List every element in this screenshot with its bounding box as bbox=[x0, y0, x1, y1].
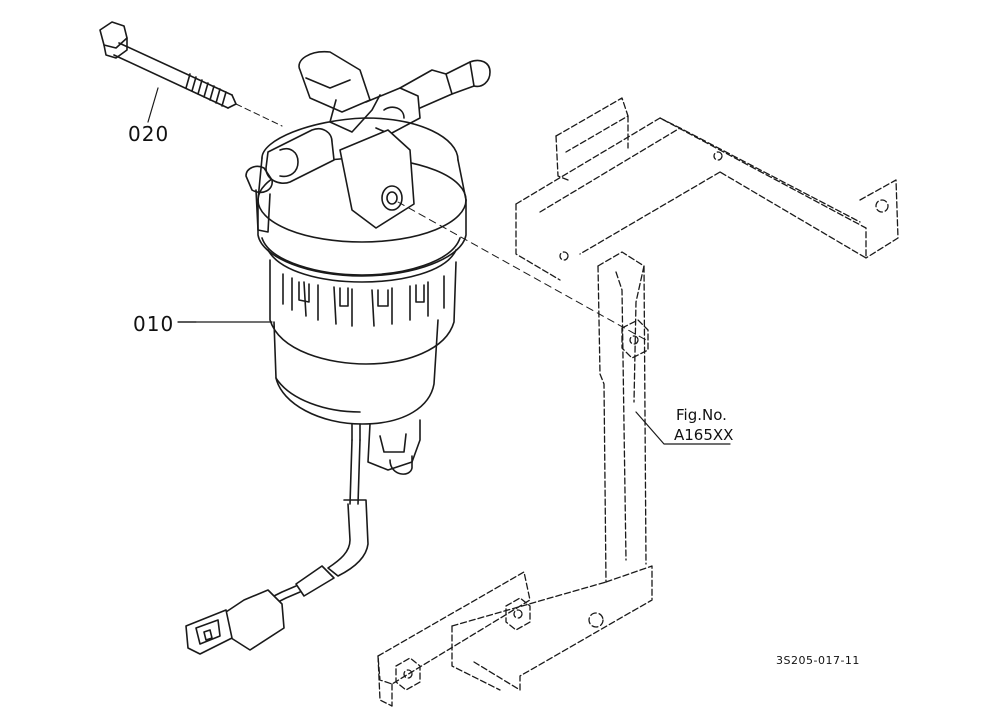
figure-ref-label: Fig.No. bbox=[676, 406, 727, 424]
wire-harness bbox=[185, 439, 369, 655]
mounting-bracket bbox=[377, 97, 899, 707]
callout-010: 010 bbox=[133, 312, 175, 336]
figure-ref-number: A165XX bbox=[674, 426, 734, 444]
callout-020: 020 bbox=[128, 122, 170, 146]
fig-ref-leader bbox=[635, 411, 731, 445]
bolt-020 bbox=[99, 21, 283, 127]
drawing-code: 3S205-017-11 bbox=[776, 654, 860, 667]
fuel-filter-010 bbox=[177, 50, 647, 475]
